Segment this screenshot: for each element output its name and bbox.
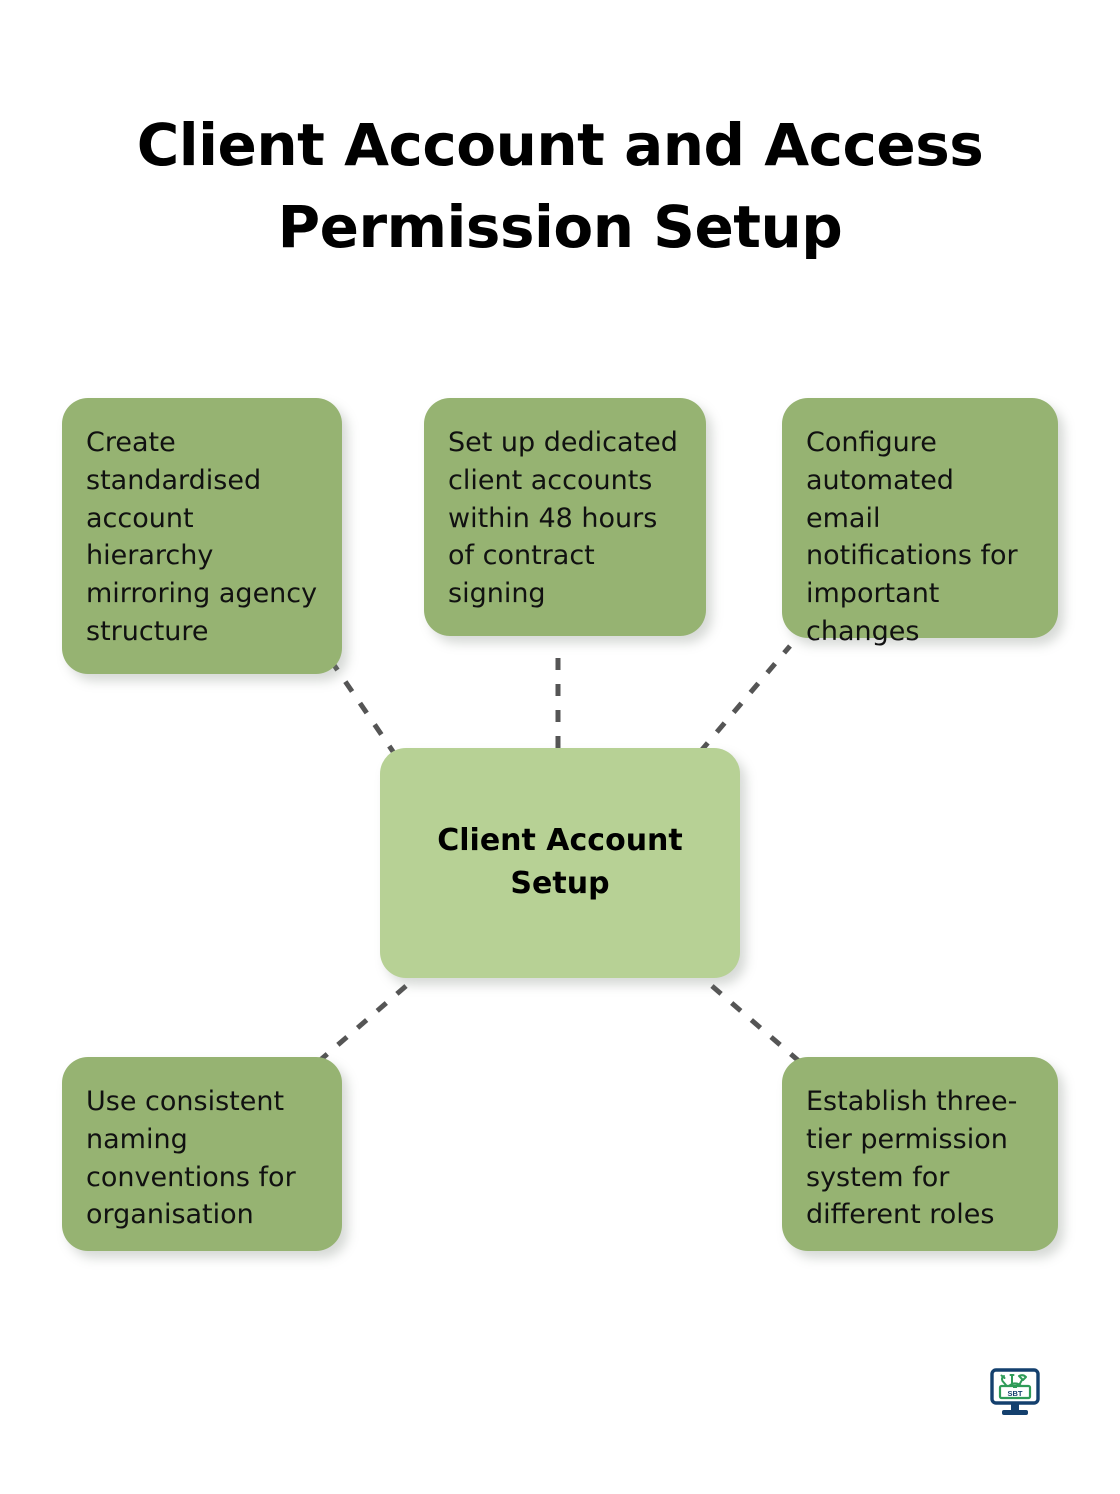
node-standardised-hierarchy[interactable]: Create standardised account hierarchy mi… <box>62 398 342 674</box>
node-dedicated-accounts[interactable]: Set up dedicated client accounts within … <box>424 398 706 636</box>
monitor-stand-neck-icon <box>1011 1403 1019 1410</box>
toolbox-handle-icon <box>1008 1382 1022 1387</box>
node-label: Configure automated email notifications … <box>806 427 1018 647</box>
node-label: Set up dedicated client accounts within … <box>448 427 678 610</box>
node-label: Client Account Setup <box>437 823 683 901</box>
sbt-monitor-toolbox-logo: SBT <box>990 1368 1040 1415</box>
node-label: Establish three- tier permission system … <box>806 1086 1018 1231</box>
page-title: Client Account and Access Permission Set… <box>136 111 984 262</box>
connector-center-to-email-notifications <box>698 644 792 754</box>
node-email-notifications[interactable]: Configure automated email notifications … <box>782 398 1058 647</box>
node-three-tier-permissions[interactable]: Establish three- tier permission system … <box>782 1057 1058 1251</box>
node-label: Use consistent naming conventions for or… <box>86 1086 296 1231</box>
connector-center-to-naming-conventions <box>316 984 408 1064</box>
connector-center-to-three-tier-permissions <box>710 984 802 1064</box>
monitor-stand-base-icon <box>1002 1410 1028 1415</box>
node-naming-conventions[interactable]: Use consistent naming conventions for or… <box>62 1057 342 1251</box>
node-label: Create standardised account hierarchy mi… <box>86 427 318 647</box>
tools-icon <box>1000 1374 1027 1389</box>
connector-center-to-standardised-hierarchy <box>329 660 399 758</box>
toolbox-latch-icon <box>1013 1385 1017 1388</box>
node-client-account-setup[interactable]: Client Account Setup <box>380 748 740 978</box>
logo-text: SBT <box>1008 1389 1023 1398</box>
